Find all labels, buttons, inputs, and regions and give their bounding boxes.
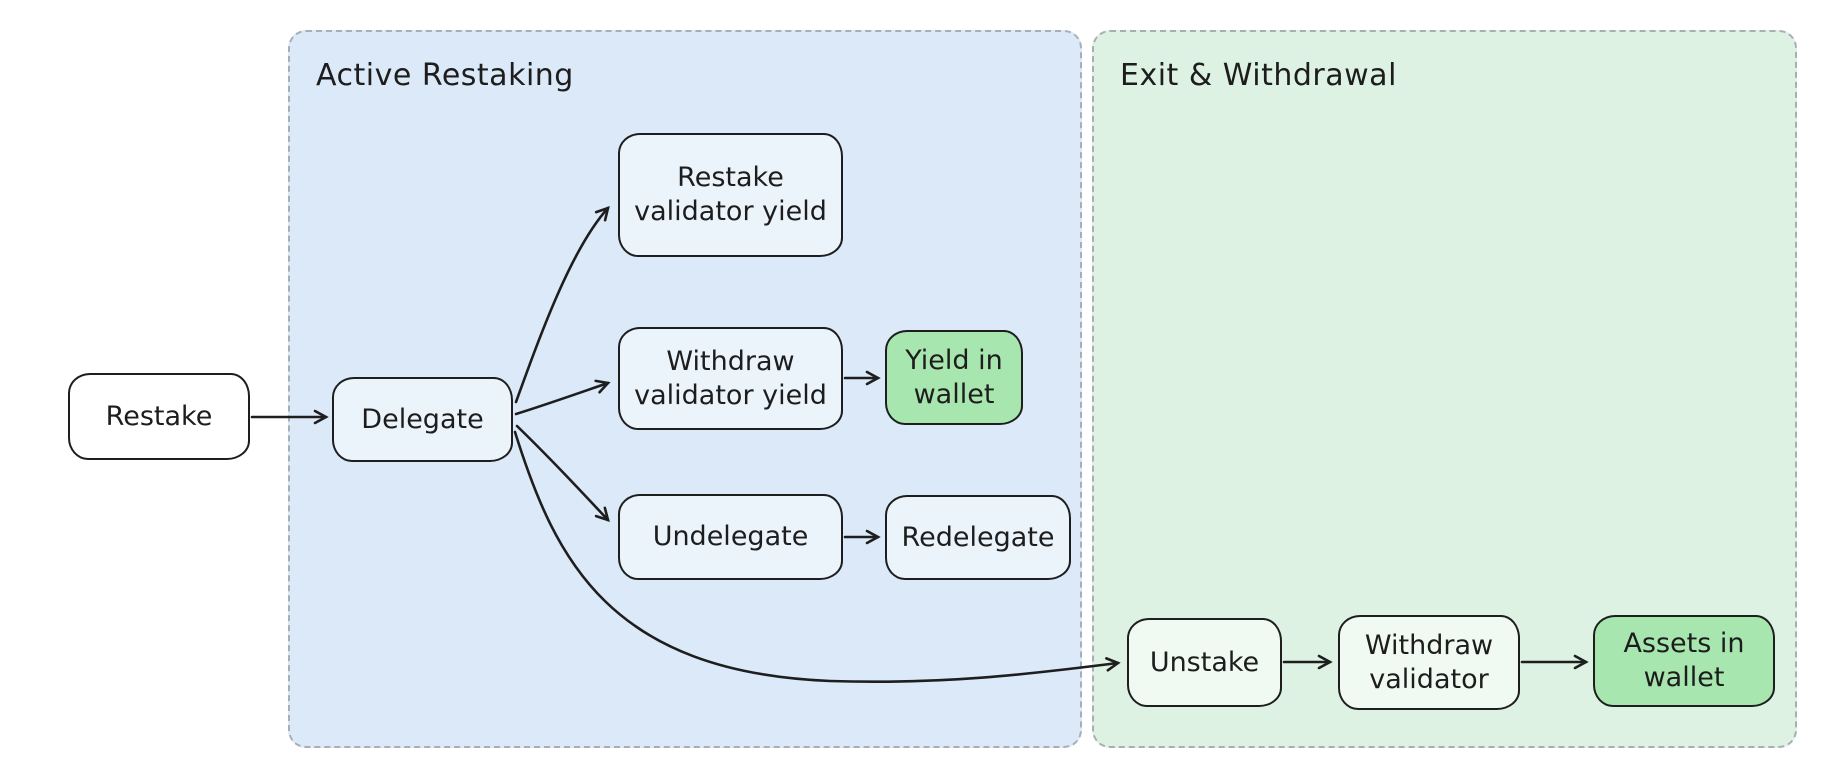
node-yield-in-wallet-label: Yield in wallet [905, 344, 1003, 410]
node-unstake-label: Unstake [1149, 646, 1260, 678]
node-unstake: Unstake [1127, 618, 1282, 707]
node-restake-validator-yield-label: Restake validator yield [634, 162, 827, 227]
node-assets-in-wallet: Assets in wallet [1593, 615, 1775, 707]
node-restake-label: Restake [105, 400, 213, 432]
node-withdraw-validator-yield: Withdraw validator yield [618, 327, 843, 430]
node-withdraw-validator-label: Withdraw validator [1364, 629, 1494, 695]
node-assets-in-wallet-label: Assets in wallet [1623, 628, 1745, 693]
node-restake-validator-yield: Restake validator yield [618, 133, 843, 257]
node-undelegate-label: Undelegate [652, 521, 809, 553]
node-yield-in-wallet: Yield in wallet [885, 330, 1023, 425]
group-label-exit-withdrawal: Exit & Withdrawal [1120, 58, 1397, 93]
node-withdraw-validator-yield-label: Withdraw validator yield [634, 345, 827, 411]
node-delegate: Delegate [332, 377, 513, 462]
node-undelegate: Undelegate [618, 494, 843, 580]
node-delegate-label: Delegate [361, 403, 484, 435]
node-withdraw-validator: Withdraw validator [1338, 615, 1520, 710]
node-restake: Restake [68, 373, 250, 460]
node-redelegate-label: Redelegate [901, 521, 1055, 553]
group-label-active-restaking: Active Restaking [316, 58, 574, 93]
node-redelegate: Redelegate [885, 495, 1071, 580]
